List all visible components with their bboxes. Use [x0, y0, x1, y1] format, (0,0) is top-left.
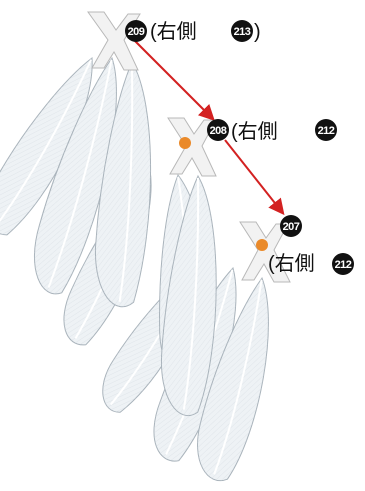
marker-dot [256, 239, 268, 251]
marker-dot [179, 137, 191, 149]
label-208: 208 (右側 212 [207, 119, 337, 143]
label-text: (右側 [268, 252, 315, 275]
arrow-209-to-208 [135, 41, 212, 118]
label-209: 209 (右側 213 ) [125, 20, 261, 43]
label-text: (右側 [150, 20, 197, 43]
side-number: 212 [318, 125, 335, 137]
badge-number: 207 [283, 221, 300, 233]
arrow-208-to-207 [225, 140, 282, 212]
label-207: 207 (右側 212 [268, 215, 354, 275]
label-text: (右側 [231, 120, 278, 143]
badge-number: 209 [128, 26, 145, 38]
side-number: 213 [234, 26, 251, 38]
badge-number: 208 [210, 125, 227, 137]
close-paren: ) [254, 21, 261, 43]
side-number: 212 [335, 259, 352, 271]
feather-group [0, 45, 284, 486]
